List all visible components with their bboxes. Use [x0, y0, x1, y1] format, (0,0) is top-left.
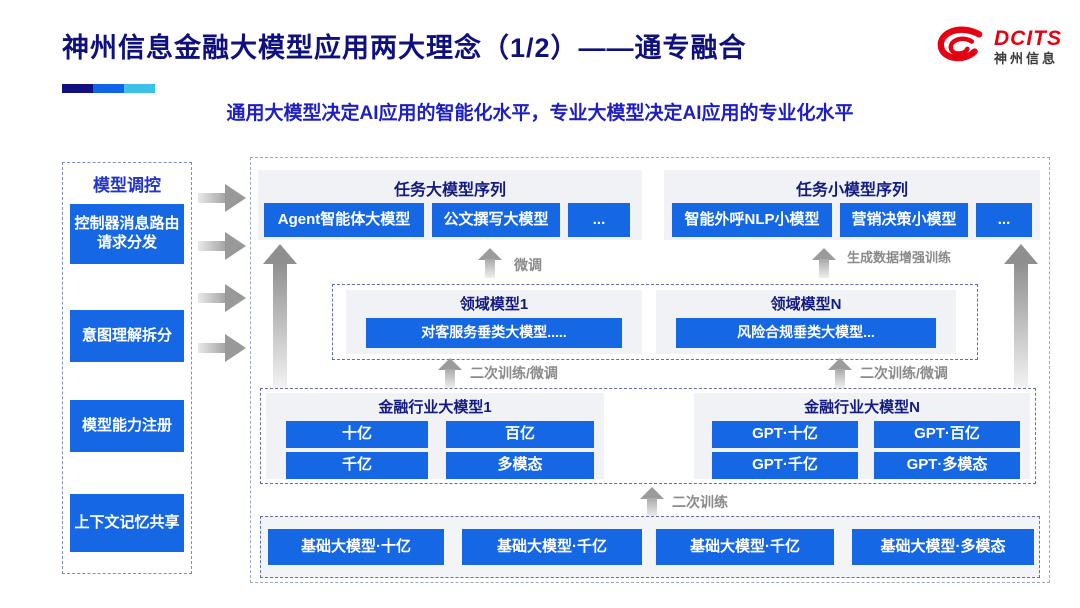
underline-navy-segment — [62, 84, 93, 93]
box-gpt-multimodal: GPT·多模态 — [874, 452, 1020, 479]
box-multimodal: 多模态 — [446, 452, 594, 479]
box-base-model-multimodal: 基础大模型·多模态 — [852, 529, 1034, 565]
arrow-up-tall-icon — [1004, 244, 1038, 388]
dcits-logo: DCITS 神州信息 — [932, 18, 1062, 76]
box-marketing-small-model: 营销决策小模型 — [840, 203, 968, 237]
box-base-model-hundred-billion-1: 基础大模型·千亿 — [462, 529, 642, 565]
arrow-right-icon — [198, 334, 246, 362]
slide-subtitle: 通用大模型决定AI应用的智能化水平，专业大模型决定AI应用的专业化水平 — [226, 103, 854, 124]
logo-text: DCITS 神州信息 — [994, 27, 1062, 66]
logo-brand-cn: 神州信息 — [994, 51, 1059, 67]
gen-data-training-label: 生成数据增强训练 — [846, 250, 951, 265]
arrow-up-tall-icon — [263, 244, 297, 388]
sidebar-item-controller-routing: 控制器消息路由请求分发 — [70, 204, 184, 264]
box-gpt-hundred-billion: GPT·千亿 — [712, 452, 858, 479]
arrow-up-icon — [478, 248, 502, 278]
box-risk-compliance-vertical-model: 风险合规垂类大模型... — [676, 318, 936, 348]
underline-blue-segment — [93, 84, 124, 93]
dcits-swirl-icon — [937, 26, 983, 62]
arrow-right-icon — [198, 284, 246, 312]
arrow-right-icon — [198, 232, 246, 260]
arrow-up-icon — [812, 248, 836, 278]
box-gpt-billion: GPT·十亿 — [712, 421, 858, 448]
page-title: 神州信息金融大模型应用两大理念（1/2）——通专融合 — [62, 33, 747, 63]
sidebar-item-intent-split: 意图理解拆分 — [70, 310, 184, 362]
box-base-model-billion: 基础大模型·十亿 — [268, 529, 444, 565]
arrow-up-icon — [640, 487, 664, 517]
box-customer-service-vertical-model: 对客服务垂类大模型..... — [366, 318, 622, 348]
domain-model-1-title: 领域模型1 — [459, 296, 529, 313]
arrow-right-icon — [198, 184, 246, 212]
industry-model-1-title: 金融行业大模型1 — [378, 399, 492, 416]
logo-brand: DCITS — [994, 27, 1062, 51]
retrain-finetune-right-label: 二次训练/微调 — [860, 365, 948, 381]
title-underline — [62, 84, 155, 93]
domain-model-n-title: 领域模型N — [770, 296, 842, 313]
box-doc-writing-large-model: 公文撰写大模型 — [432, 203, 560, 237]
arrow-up-icon — [828, 358, 852, 388]
box-task-small-more: ... — [976, 203, 1032, 237]
retrain-finetune-left-label: 二次训练/微调 — [470, 365, 558, 381]
box-agent-large-model: Agent智能体大模型 — [264, 203, 424, 237]
box-task-large-more: ... — [568, 203, 630, 237]
sidebar-title: 模型调控 — [93, 176, 161, 195]
box-ten-billion: 百亿 — [446, 421, 594, 448]
sidebar-item-context-memory: 上下文记忆共享 — [70, 494, 184, 552]
sidebar-item-capability-register: 模型能力注册 — [70, 400, 184, 452]
box-outbound-nlp-small-model: 智能外呼NLP小模型 — [672, 203, 832, 237]
fine-tune-label: 微调 — [514, 257, 542, 273]
task-large-model-title: 任务大模型序列 — [393, 182, 506, 199]
arrow-up-icon — [438, 358, 462, 388]
retrain-label: 二次训练 — [672, 494, 728, 510]
task-small-model-title: 任务小模型序列 — [795, 182, 908, 199]
underline-cyan-segment — [124, 84, 155, 93]
box-billion: 十亿 — [286, 421, 428, 448]
box-gpt-ten-billion: GPT·百亿 — [874, 421, 1020, 448]
box-hundred-billion: 千亿 — [286, 452, 428, 479]
industry-model-n-title: 金融行业大模型N — [804, 399, 920, 416]
box-base-model-hundred-billion-2: 基础大模型·千亿 — [656, 529, 834, 565]
